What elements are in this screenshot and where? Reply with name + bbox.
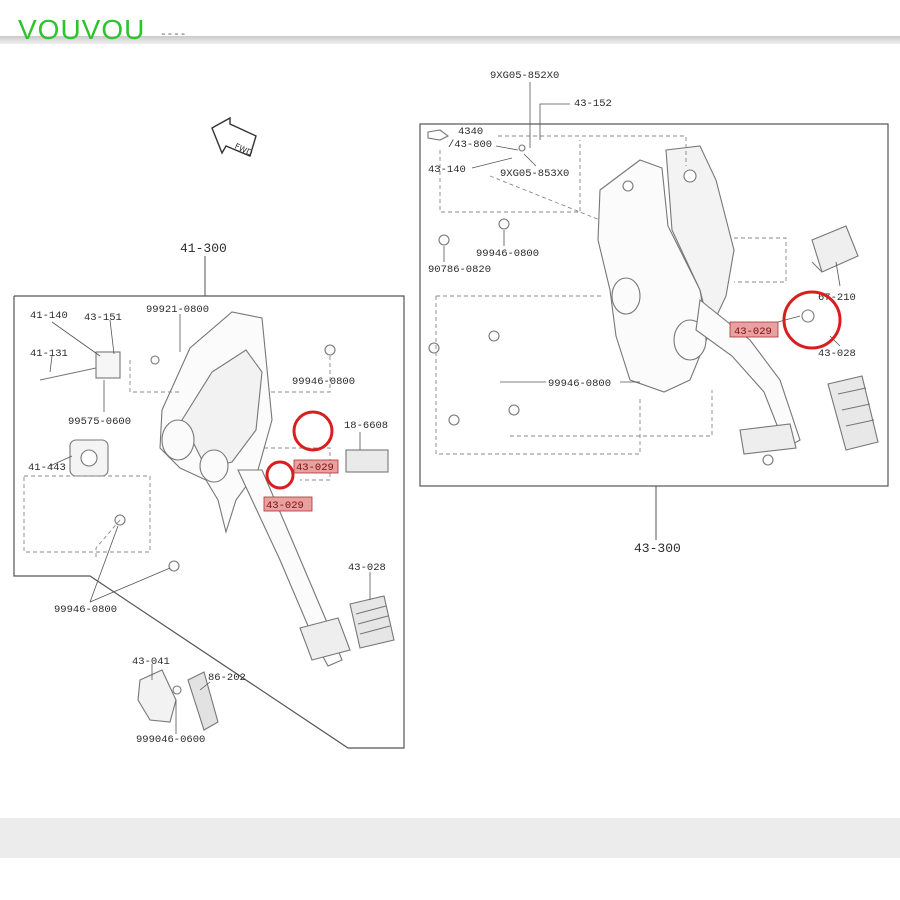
label-9xg05-852x0: 9XG05-852X0: [490, 70, 559, 82]
forward-arrow-icon: FWD: [211, 116, 257, 158]
highlight-circle-left-upper: [292, 410, 334, 452]
label-41-443: 41-443: [28, 462, 66, 474]
label-43-152: 43-152: [574, 98, 612, 110]
label-43-800: /43-800: [448, 139, 492, 151]
highlight-circle-right: [782, 290, 842, 350]
label-99575-0600: 99575-0600: [68, 416, 131, 428]
highlight-label-left-upper: 43-029: [296, 462, 334, 474]
label-99921-0800: 99921-0800: [146, 304, 209, 316]
brand-watermark: VOUVOU: [18, 14, 146, 45]
brand-dash: ----: [160, 29, 187, 41]
label-86-202: 86-202: [208, 672, 246, 684]
highlight-box-left-lower: [263, 496, 313, 512]
top-divider-bar: [0, 36, 900, 44]
label-99946-0800-a: 99946-0800: [292, 376, 355, 388]
label-43-028-right: 43-028: [818, 348, 856, 360]
highlight-circle-left-lower: [265, 460, 295, 490]
pedal-bracket-right: [427, 129, 879, 466]
label-99946-0800-right-b: 99946-0800: [548, 378, 611, 390]
label-18-6608: 18-6608: [344, 420, 388, 432]
highlight-box-left-upper: [293, 459, 339, 474]
label-43-140: 43-140: [428, 164, 466, 176]
footer-band: [0, 818, 900, 858]
right-assembly: 43-300: [419, 70, 889, 556]
label-43-041: 43-041: [132, 656, 170, 668]
label-9xg05-853x0: 9XG05-853X0: [500, 168, 569, 180]
highlight-label-left-lower: 43-029: [266, 500, 304, 512]
left-assembly: 41-300: [13, 241, 405, 749]
assembly-title-41-300: 41-300: [180, 241, 227, 256]
label-99946-0800-right-a: 99946-0800: [476, 248, 539, 260]
highlight-label-right: 43-029: [734, 326, 772, 338]
label-4340: 4340: [458, 126, 483, 138]
label-999046-0600: 999046-0600: [136, 734, 205, 746]
label-41-140: 41-140: [30, 310, 68, 322]
label-99946-0800-b: 99946-0800: [54, 604, 117, 616]
pedal-bracket-left: [39, 311, 395, 731]
label-43-028: 43-028: [348, 562, 386, 574]
label-43-151: 43-151: [84, 312, 122, 324]
highlight-box-right: [729, 321, 779, 338]
label-41-131: 41-131: [30, 348, 68, 360]
assembly-title-43-300: 43-300: [634, 541, 681, 556]
label-90786-0820: 90786-0820: [428, 264, 491, 276]
